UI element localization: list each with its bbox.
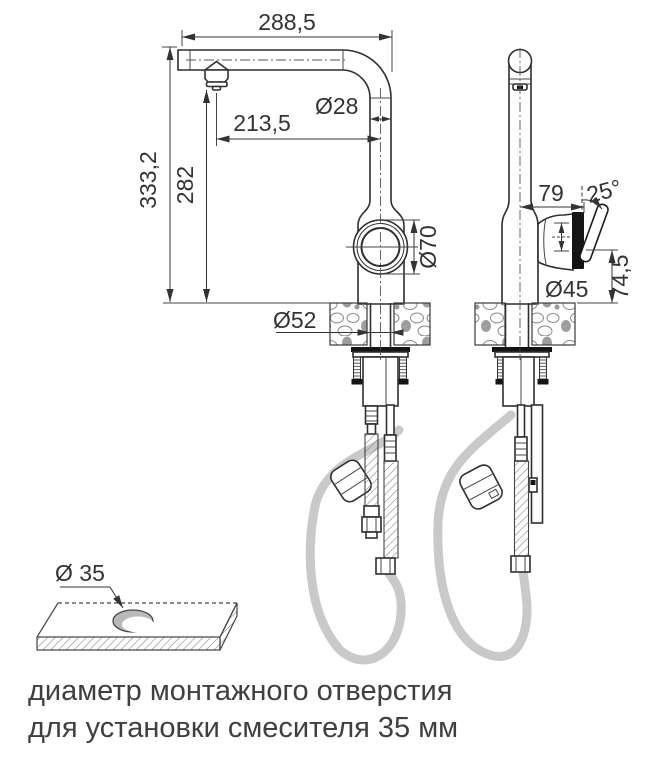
braided-hose bbox=[383, 460, 399, 559]
mounting-hole-diagram: Ø 35 bbox=[36, 560, 238, 651]
aerator-tip bbox=[211, 85, 222, 91]
dim-spout-reach: 213,5 bbox=[233, 110, 291, 136]
mounting-flange-side bbox=[492, 347, 552, 407]
dimensions: 288,5 213,5 Ø28 333,2 282 Ø70 Ø52 79 bbox=[135, 9, 633, 336]
dim-hole-diameter: Ø 35 bbox=[55, 560, 105, 586]
mounting-flange-front bbox=[351, 347, 410, 407]
supply-fittings-front bbox=[361, 404, 399, 575]
handle-lever bbox=[579, 203, 609, 263]
hex-nut bbox=[375, 557, 396, 575]
slab-side-face bbox=[219, 602, 238, 651]
shank-body bbox=[362, 356, 399, 407]
dim-tube-diameter: Ø28 bbox=[315, 93, 358, 119]
supply-fittings-side bbox=[510, 404, 544, 573]
swivel-joint bbox=[346, 219, 418, 275]
hex-nut bbox=[510, 555, 531, 573]
mounting-bracket bbox=[530, 404, 544, 524]
braided-hose bbox=[364, 433, 379, 507]
supply-hoses-side bbox=[433, 410, 532, 661]
countertop-section-side bbox=[474, 302, 576, 347]
dim-total-height: 333,2 bbox=[135, 151, 161, 209]
dim-valve-diameter: Ø45 bbox=[545, 276, 588, 302]
caption-line-1: диаметр монтажного отверстия bbox=[28, 675, 452, 707]
slab-front-face bbox=[36, 636, 221, 651]
dim-handle-height: 74,5 bbox=[607, 255, 633, 300]
hex-nut bbox=[361, 516, 382, 533]
spout-outline bbox=[177, 49, 405, 305]
faucet-side-view bbox=[433, 48, 609, 661]
dim-joint-diameter: Ø70 bbox=[415, 225, 441, 268]
dim-base-diameter: Ø52 bbox=[273, 307, 316, 333]
valve-body bbox=[537, 213, 574, 271]
threaded-stud bbox=[539, 356, 547, 380]
dim-spout-height: 282 bbox=[172, 166, 198, 204]
dim-handle-angle: 25° bbox=[584, 174, 624, 208]
angle-valve-front bbox=[330, 459, 372, 503]
threaded-stud bbox=[353, 356, 361, 380]
spray-nozzle bbox=[204, 60, 229, 91]
dim-handle-offset: 79 bbox=[538, 180, 564, 206]
threaded-stud bbox=[399, 356, 407, 380]
dim-overall-width: 288,5 bbox=[258, 9, 316, 35]
angle-valve-side bbox=[459, 464, 503, 510]
faucet-front-view bbox=[177, 49, 431, 665]
caption-line-2: для установки смесителя 35 мм bbox=[28, 712, 458, 744]
countertop-section-front bbox=[329, 302, 431, 347]
shank-body bbox=[502, 356, 535, 407]
braided-hose bbox=[513, 460, 530, 557]
